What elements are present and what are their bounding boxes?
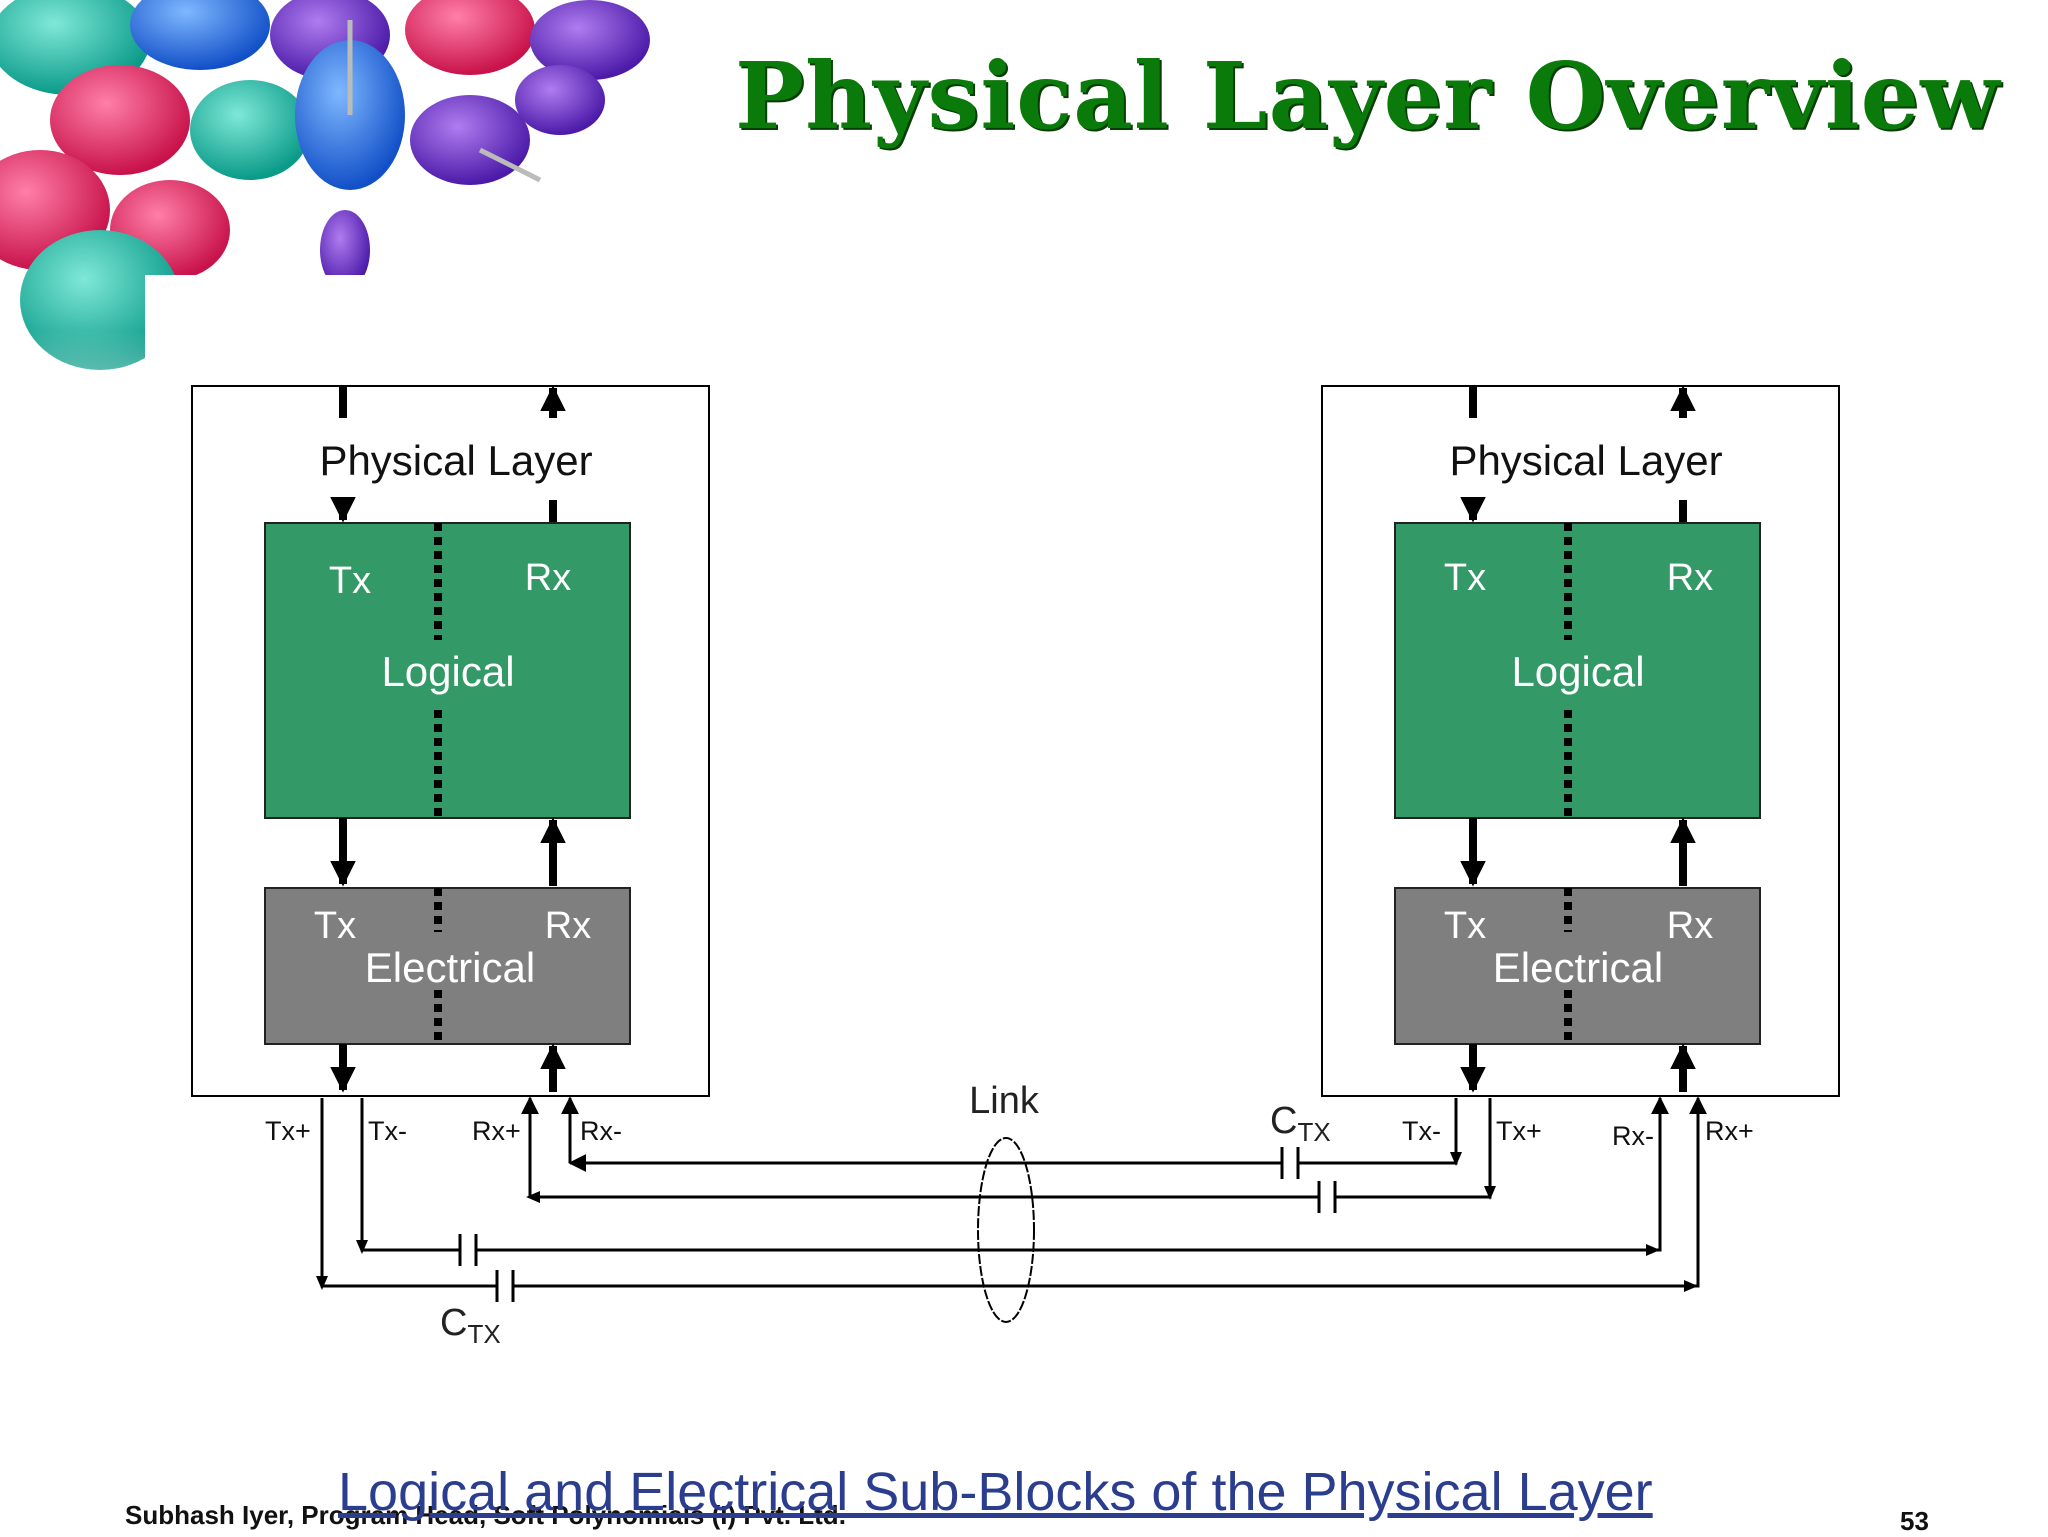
left-electrical-rx: Rx (545, 905, 591, 947)
left-logical-block (264, 522, 631, 819)
link-ellipse (977, 1137, 1035, 1323)
left-electrical-block (264, 887, 631, 1045)
right-electrical-tx: Tx (1444, 905, 1486, 947)
left-electrical-label: Electrical (365, 944, 535, 991)
wire-right-txplus (1335, 1098, 1492, 1199)
capacitor-1 (1280, 1147, 1300, 1179)
capacitor-3 (458, 1234, 478, 1266)
left-pin-tx-minus: Tx- (368, 1116, 407, 1146)
left-pin-tx-plus: Tx+ (265, 1116, 311, 1146)
right-logical-tx: Tx (1444, 557, 1486, 599)
footer-author: Subhash Iyer, Program Head, Soft Polynom… (125, 1500, 846, 1530)
figure-caption[interactable]: Logical and Electrical Sub-Blocks of the… (338, 1462, 1653, 1522)
right-pin-rx-plus: Rx+ (1705, 1116, 1754, 1146)
link-label: Link (969, 1080, 1040, 1122)
wire-arrowheads (316, 1152, 1698, 1292)
push-pins-photo-icon (0, 0, 720, 440)
left-physical-layer-label: Physical Layer (319, 437, 592, 484)
right-device-frame (1321, 385, 1840, 1097)
ctx-label-right-sub: TX (1297, 1117, 1330, 1147)
right-electrical-rx: Rx (1667, 905, 1713, 947)
ctx-label-right-main: C (1270, 1100, 1297, 1142)
left-logical-rx: Rx (525, 557, 571, 599)
ctx-label-left-sub: TX (467, 1319, 500, 1349)
right-logical-rx: Rx (1667, 557, 1713, 599)
slide-title: Physical Layer Overview (735, 42, 2001, 150)
ctx-label-left-main: C (440, 1302, 467, 1344)
right-device: Physical Layer Tx Rx Logical Tx Rx Elect… (1321, 385, 1840, 1097)
left-pin-rx-plus: Rx+ (472, 1116, 521, 1146)
right-pin-tx-plus: Tx+ (1496, 1116, 1542, 1146)
left-electrical-tx: Tx (314, 905, 356, 947)
left-device-frame (191, 385, 710, 1097)
ctx-label-left: CTX (440, 1302, 501, 1349)
right-logical-block (1394, 522, 1761, 819)
right-pin-rx-minus: Rx- (1612, 1121, 1654, 1151)
right-electrical-label: Electrical (1493, 944, 1663, 991)
left-device: Physical Layer Tx Rx Logical Tx Rx Elect… (191, 385, 710, 1097)
right-physical-layer-label: Physical Layer (1449, 437, 1722, 484)
ctx-label-right: CTX (1270, 1100, 1331, 1147)
wire-to-right-rxminus (476, 1096, 1669, 1252)
right-electrical-block (1394, 887, 1761, 1045)
right-pin-tx-minus: Tx- (1402, 1116, 1441, 1146)
capacitor-4 (495, 1270, 515, 1302)
wire-left-txplus (320, 1098, 497, 1288)
capacitor-2 (1317, 1181, 1337, 1213)
right-logical-label: Logical (1511, 648, 1644, 695)
left-pin-rx-minus: Rx- (580, 1116, 622, 1146)
left-logical-label: Logical (381, 648, 514, 695)
left-logical-tx: Tx (329, 560, 371, 602)
page-number: 53 (1900, 1506, 1929, 1536)
pin-labels: Tx+ Tx- Rx+ Rx- Tx- Tx+ Rx- Rx+ (265, 1116, 1754, 1151)
capacitors (458, 1147, 1337, 1302)
